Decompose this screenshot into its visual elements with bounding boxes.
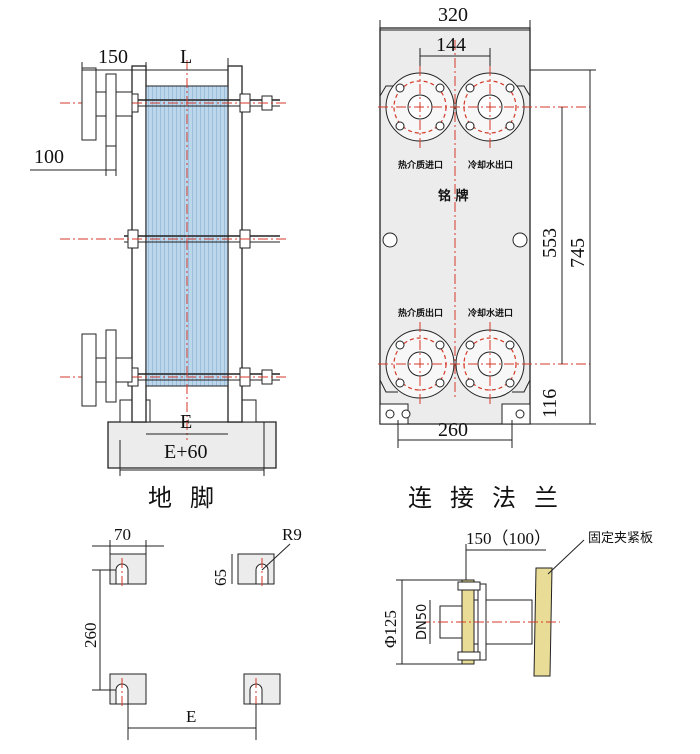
label-cooling-inlet: 冷却水进口: [468, 307, 513, 319]
dim-144: 144: [436, 34, 466, 56]
front-view: 热介质进口 冷却水出口 热介质出口 冷却水进口 铭 牌 320 144 553 …: [378, 4, 596, 448]
label-hot-outlet: 热介质出口: [398, 307, 443, 319]
bottom-flange: [81, 333, 97, 407]
dim-150: 150: [98, 46, 128, 68]
dim-320: 320: [438, 4, 468, 26]
foot-dim-65: 65: [211, 569, 230, 586]
foot-dim-70: 70: [114, 525, 131, 544]
label-hot-inlet: 热介质进口: [398, 159, 443, 171]
flange-detail: 150（100） 固定夹紧板 Φ125 DN50: [381, 529, 653, 677]
dim-745: 745: [567, 238, 589, 268]
label-cooling-outlet: 冷却水出口: [468, 159, 513, 171]
nameplate: 铭 牌: [438, 188, 469, 204]
dim-553: 553: [539, 228, 561, 258]
title-flange: 连接法兰: [408, 484, 576, 512]
foot-dim-E: E: [186, 707, 196, 726]
flange-dim-DN50: DN50: [415, 604, 430, 640]
title-foot: 地脚: [148, 484, 232, 512]
foot-detail: 70 R9 65 260 E: [81, 525, 302, 740]
top-flange: [81, 67, 97, 141]
dim-260: 260: [438, 419, 468, 441]
flange-dim-150-100: 150（100）: [466, 529, 551, 548]
dim-L: L: [180, 46, 192, 68]
dim-E: E: [180, 411, 192, 433]
side-view: 150 L 100 E E+60: [30, 46, 286, 476]
label-fixed-clamp-plate: 固定夹紧板: [588, 531, 653, 546]
foot-dim-260: 260: [81, 623, 100, 649]
dim-E-plus-60: E+60: [164, 441, 208, 463]
dim-100: 100: [34, 146, 64, 168]
foot-dim-R9: R9: [282, 525, 302, 544]
flange-dim-125: Φ125: [381, 610, 400, 648]
dim-116: 116: [539, 389, 561, 418]
